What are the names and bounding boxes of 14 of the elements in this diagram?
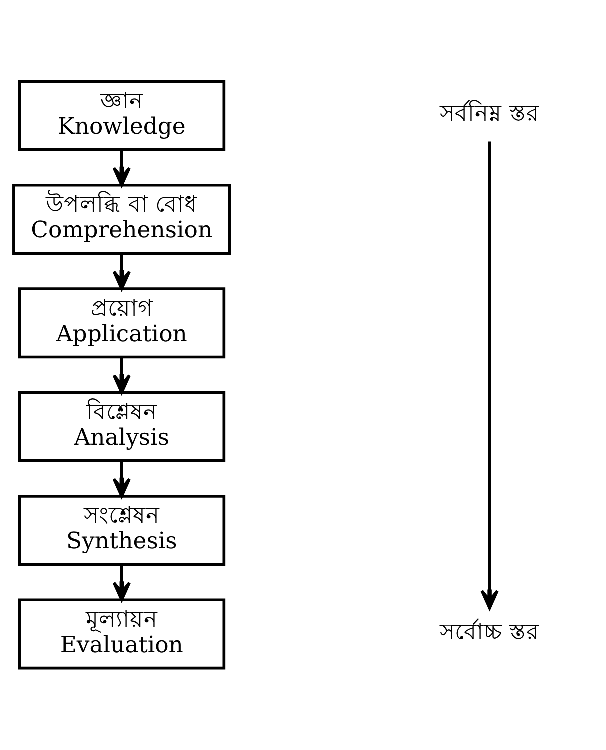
node-box: জ্ঞান Knowledge (18, 80, 226, 152)
node-box: মূল্যায়ন Evaluation (18, 598, 226, 670)
arrow (112, 254, 131, 290)
node-box: সংশ্লেষন Synthesis (18, 495, 226, 566)
arrow (112, 358, 131, 394)
arrow (112, 461, 131, 498)
arrow (112, 564, 131, 602)
node-box: প্রয়োগ Application (18, 288, 226, 359)
node-box: উপলব্ধি বা বোধ Comprehension (12, 184, 232, 255)
node-text: সর্বনিম্ন স্তর (440, 101, 540, 128)
arrow (480, 142, 499, 610)
node-text: সর্বোচ্চ স্তর (440, 620, 540, 646)
node-box: বিশ্লেষন Analysis (18, 391, 226, 462)
arrow (112, 150, 131, 187)
